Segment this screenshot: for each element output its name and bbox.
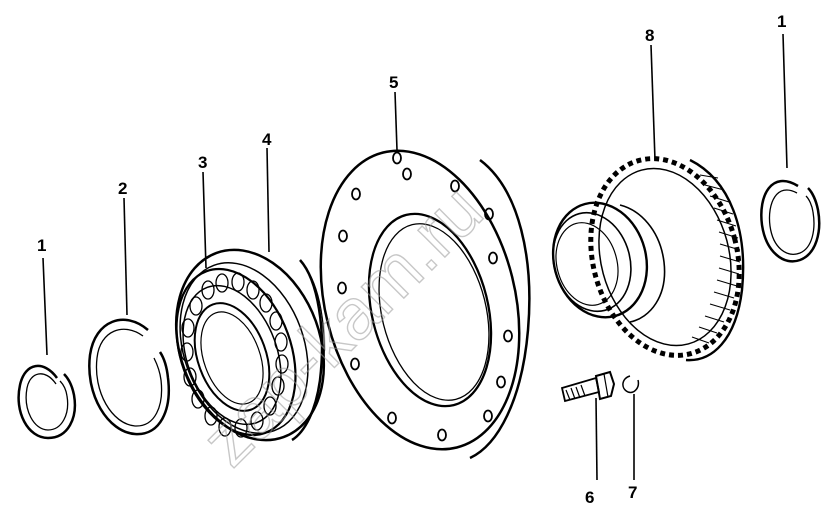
callout-3: 3 (198, 153, 207, 172)
leader-8 (650, 44, 656, 161)
flange-bolt-holes (337, 151, 513, 442)
leader-lines (42, 33, 788, 481)
leader-2 (123, 197, 128, 316)
callout-1-right: 1 (777, 12, 786, 31)
snap-ring-right (760, 179, 821, 263)
callout-8: 8 (645, 26, 654, 45)
bearing-rollers (180, 272, 289, 438)
callout-7: 7 (628, 483, 637, 502)
leader-1-left (42, 257, 48, 356)
watermark: zap-kam.ru (187, 170, 498, 481)
snap-ring-2 (88, 318, 170, 436)
callout-6: 6 (585, 488, 594, 507)
leader-4 (266, 147, 270, 253)
roller-bearing (174, 248, 326, 442)
callout-1-left: 1 (37, 236, 46, 255)
callout-2: 2 (118, 179, 127, 198)
snap-ring-left (17, 364, 77, 440)
lock-washer (622, 375, 640, 394)
callout-5: 5 (389, 73, 398, 92)
flange-plate (319, 149, 531, 460)
leader-5 (394, 91, 398, 151)
leader-1-right (782, 33, 788, 169)
leader-3 (202, 171, 207, 269)
spur-gear (551, 156, 745, 362)
leader-6 (595, 397, 598, 481)
gear-teeth-hatching (691, 174, 741, 344)
hex-bolt (560, 370, 616, 403)
callout-4: 4 (262, 130, 272, 149)
